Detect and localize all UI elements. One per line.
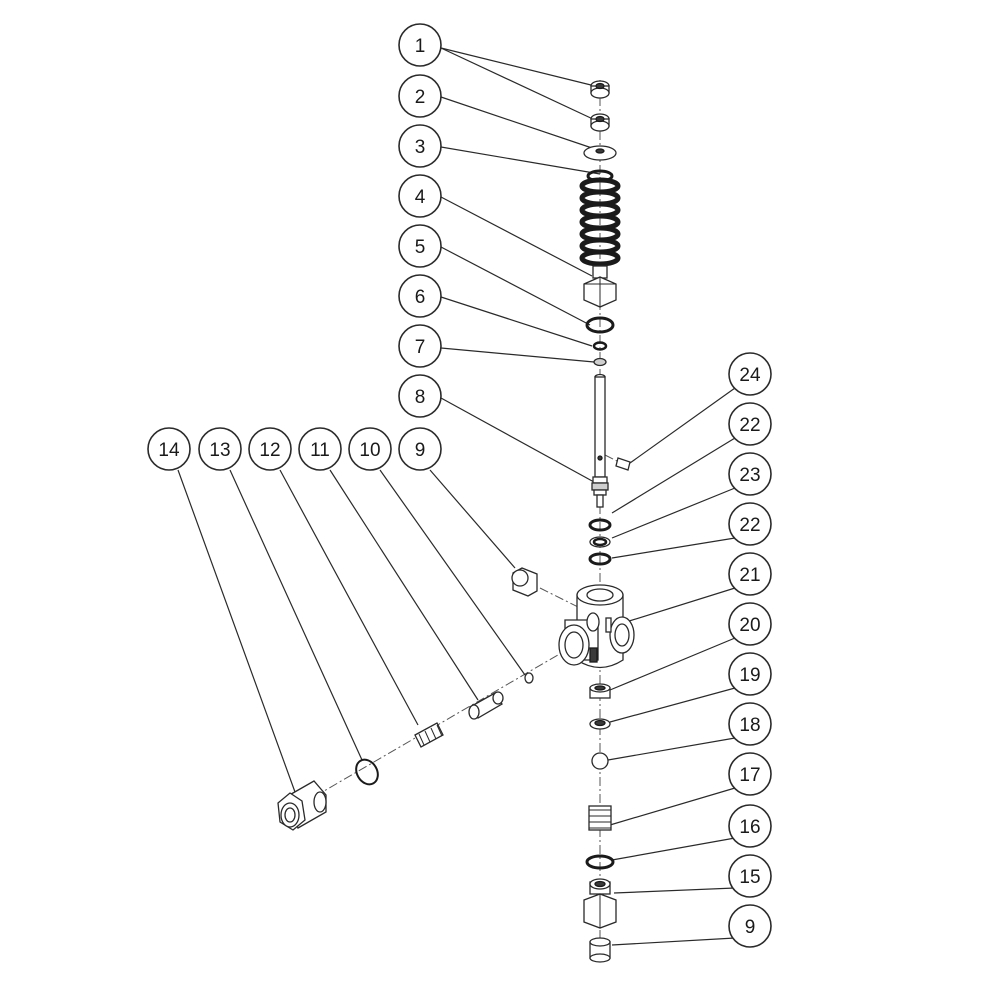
callout-11: 11	[298, 427, 342, 471]
callout-12-label: 12	[259, 440, 280, 461]
outlet-fitting-part	[277, 780, 327, 831]
callout-6-label: 6	[415, 287, 426, 308]
callout-21-label: 21	[739, 565, 760, 586]
callout-17-label: 17	[739, 765, 760, 786]
ball-part	[591, 752, 609, 770]
callout-19: 19	[728, 652, 772, 696]
callout-20-label: 20	[739, 615, 760, 636]
nut-part	[590, 80, 610, 99]
callout-21: 21	[728, 552, 772, 596]
seat-washer-part	[589, 718, 611, 730]
callout-18-label: 18	[739, 715, 760, 736]
callout-7: 7	[398, 324, 442, 368]
callout-23: 23	[728, 452, 772, 496]
callout-2: 2	[398, 74, 442, 118]
callout-9-lower: 9	[728, 904, 772, 948]
leader-lines	[177, 47, 736, 946]
nozzle-part	[468, 691, 504, 720]
callout-17: 17	[728, 752, 772, 796]
callout-7-label: 7	[415, 337, 426, 358]
callout-15: 15	[728, 854, 772, 898]
plug-part	[511, 567, 538, 597]
small-washer-part	[593, 357, 607, 367]
valve-seat-part	[589, 683, 611, 699]
callout-14: 14	[147, 427, 191, 471]
callout-5-label: 5	[415, 237, 426, 258]
callout-9-lower-label: 9	[745, 917, 756, 938]
main-spring-part	[579, 169, 621, 267]
o-ring-part	[588, 552, 612, 566]
callout-9-upper: 9	[398, 427, 442, 471]
callout-13-label: 13	[209, 440, 230, 461]
callout-19-label: 19	[739, 665, 760, 686]
pin-part	[615, 457, 631, 471]
valve-body-part	[558, 584, 635, 669]
callout-3-label: 3	[415, 137, 426, 158]
callout-12: 12	[248, 427, 292, 471]
callout-24: 24	[728, 352, 772, 396]
callout-1-label: 1	[415, 36, 426, 57]
callout-1: 1	[398, 23, 442, 67]
callout-23-label: 23	[739, 465, 760, 486]
o-ring-part	[355, 758, 379, 786]
callout-4-label: 4	[415, 187, 426, 208]
callout-15-label: 15	[739, 867, 760, 888]
callout-13: 13	[198, 427, 242, 471]
callout-14-label: 14	[158, 440, 180, 461]
o-ring-part	[585, 854, 615, 870]
bypass-spring-part	[414, 722, 444, 748]
check-spring-part	[588, 805, 612, 831]
callout-2-label: 2	[415, 87, 426, 108]
callout-24-label: 24	[739, 365, 761, 386]
o-ring-part	[585, 316, 615, 334]
callout-20: 20	[728, 602, 772, 646]
nut-part	[590, 113, 610, 132]
small-seal-part	[524, 672, 534, 684]
center-axes	[299, 80, 626, 960]
callout-11-label: 11	[310, 440, 330, 461]
vertical-stack-parts	[511, 80, 635, 963]
callout-10: 10	[348, 427, 392, 471]
callout-8-label: 8	[415, 387, 426, 408]
o-ring-part	[588, 518, 612, 532]
callout-22-upper: 22	[728, 402, 772, 446]
callout-9-upper-label: 9	[415, 440, 426, 461]
side-axis	[539, 587, 581, 609]
piston-rod-part	[591, 373, 609, 508]
callout-3: 3	[398, 124, 442, 168]
callout-8: 8	[398, 374, 442, 418]
callout-5: 5	[398, 224, 442, 268]
callout-22-lower: 22	[728, 502, 772, 546]
callout-16-label: 16	[739, 817, 760, 838]
plug-part	[589, 937, 611, 963]
washer-part	[583, 145, 617, 161]
horizontal-stack-parts	[277, 672, 534, 831]
callout-18: 18	[728, 702, 772, 746]
small-ring-part	[592, 341, 608, 351]
callout-4: 4	[398, 174, 442, 218]
callout-22-lower-label: 22	[739, 515, 760, 536]
gland-nut-part	[583, 265, 617, 308]
callout-16: 16	[728, 804, 772, 848]
backup-ring-part	[589, 536, 611, 548]
valve-fitting-part	[583, 878, 617, 929]
callouts: 1 2 3 4 5 6 7 8 9 10 11 12 13 14 24 22 2…	[147, 23, 772, 948]
callout-10-label: 10	[359, 440, 380, 461]
callout-6: 6	[398, 274, 442, 318]
callout-22-upper-label: 22	[739, 415, 760, 436]
